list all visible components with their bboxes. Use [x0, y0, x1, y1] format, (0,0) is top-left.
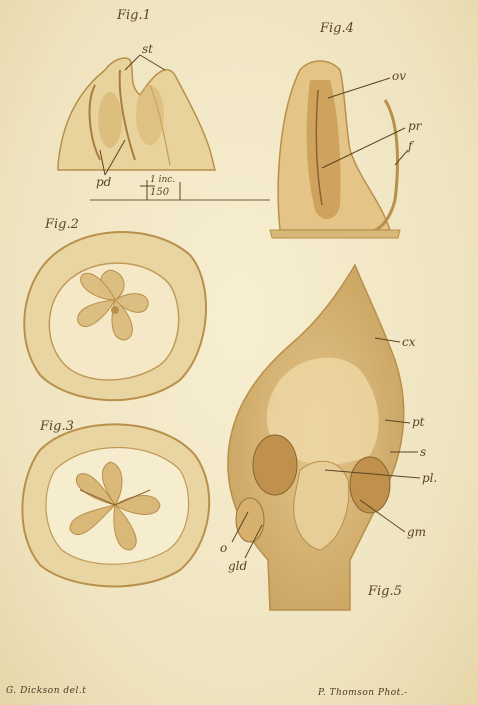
figure-5-title: Fig.5	[368, 585, 402, 598]
figure-2-drawing	[24, 232, 206, 400]
figure-2-title: Fig.2	[45, 218, 79, 231]
scale-bottom: 150	[150, 188, 169, 198]
label-st: st	[142, 43, 153, 55]
label-pl: pl.	[422, 472, 437, 484]
label-o: o	[220, 542, 227, 554]
label-cx: cx	[402, 336, 416, 348]
credit-delineator: G. Dickson del.t	[6, 686, 86, 696]
scale-top: 1 inc.	[150, 176, 175, 185]
figure-5-drawing	[228, 265, 420, 610]
label-gm: gm	[407, 526, 426, 538]
figure-3-drawing	[22, 424, 209, 586]
label-f: f	[408, 140, 412, 152]
label-gld: gld	[228, 560, 247, 572]
label-s: s	[420, 446, 426, 458]
label-ov: ov	[392, 70, 406, 82]
label-pr: pr	[408, 120, 421, 132]
figure-1-title: Fig.1	[117, 9, 151, 22]
label-pd: pd	[96, 176, 111, 188]
figure-4-title: Fig.4	[320, 22, 354, 35]
figure-3-title: Fig.3	[40, 420, 74, 433]
label-pt: pt	[412, 416, 425, 428]
figure-4-drawing	[270, 61, 408, 238]
credit-photographer: P. Thomson Phot.-	[318, 688, 408, 698]
